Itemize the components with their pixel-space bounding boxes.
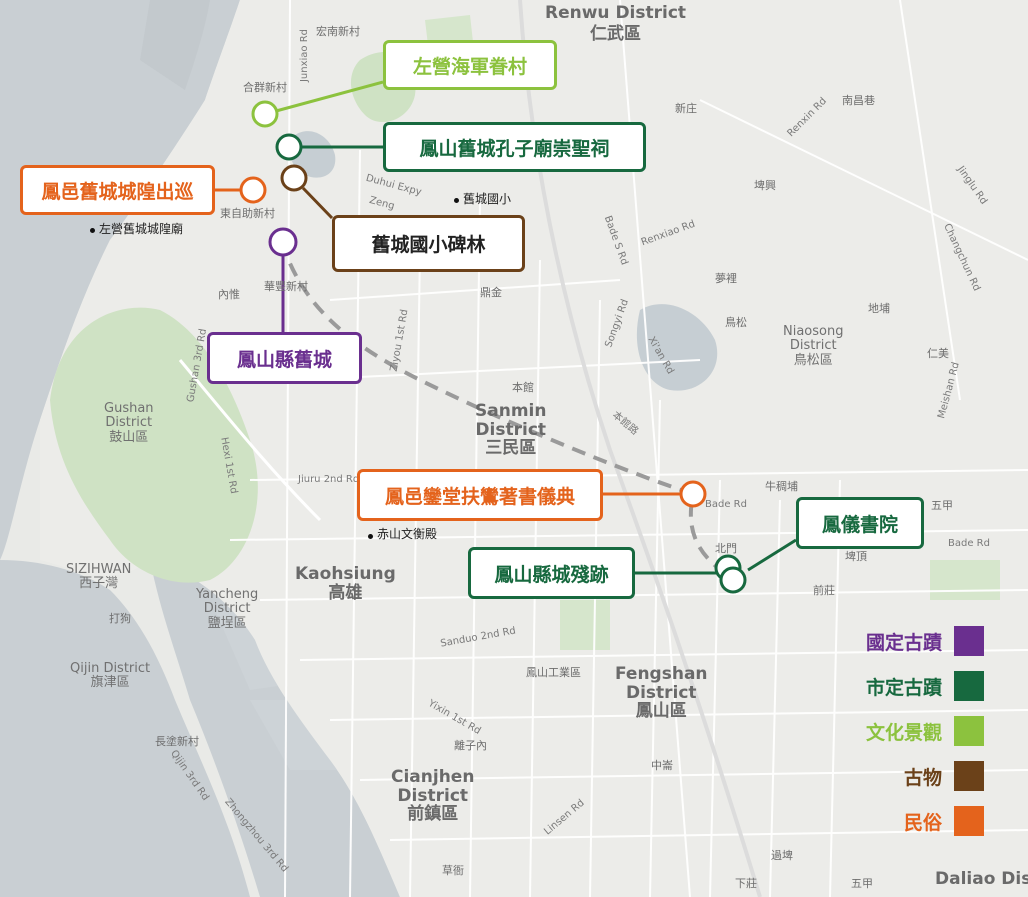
marker-navy-village[interactable] (251, 100, 279, 128)
poi-dot-chishan (368, 534, 373, 539)
callout-jiucheng-stele[interactable]: 舊城國小碑林 (332, 215, 525, 272)
route-dashed-line (280, 241, 720, 570)
place-guopi: 過埤 (771, 849, 793, 862)
marker-luantang[interactable] (679, 480, 707, 508)
road-bade: Bade Rd (705, 499, 747, 510)
place-lizinei: 離子內 (454, 739, 487, 752)
place-daliao: Daliao Dis (935, 869, 1028, 889)
place-hongnan: 宏南新村 (316, 25, 360, 38)
legend-swatch (954, 716, 984, 746)
marker-ruins[interactable] (719, 566, 747, 594)
legend-swatch (954, 626, 984, 656)
legend-swatch (954, 671, 984, 701)
place-renwu-zh: 仁武區 (590, 24, 641, 44)
place-neiwei: 內惟 (218, 288, 240, 301)
place-beimen: 北門 (715, 542, 737, 555)
legend-swatch (954, 806, 984, 836)
legend-label: 古物 (903, 766, 942, 789)
callout-fengshan-old-city[interactable]: 鳳山縣舊城 (207, 332, 362, 384)
place-hequn: 合群新村 (243, 81, 287, 94)
callout-zuoying-navy-village[interactable]: 左營海軍眷村 (383, 40, 557, 90)
legend-row: 文化景觀 (832, 716, 984, 746)
place-dipu: 地埔 (868, 302, 890, 315)
legend-row: 民俗 (832, 806, 984, 836)
callout-fengshan-ruins[interactable]: 鳳山縣城殘跡 (468, 547, 635, 599)
marker-confucius[interactable] (275, 133, 303, 161)
legend-label: 國定古蹟 (865, 631, 942, 654)
place-benguan: 本館 (512, 381, 534, 394)
marker-old-city[interactable] (268, 227, 298, 257)
place-dingjin: 鼎金 (480, 286, 502, 299)
place-renmei: 仁美 (927, 347, 949, 360)
poi-chishan-temple[interactable]: 赤山文衡殿 (377, 527, 438, 541)
place-bupi: 埤興 (754, 179, 776, 192)
road-junxiao: Junxiao Rd (299, 28, 311, 83)
place-dongzizhu: 東自助新村 (220, 207, 275, 220)
place-xiazhuang: 下莊 (735, 877, 757, 890)
legend-label: 民俗 (903, 811, 942, 834)
poi-jiucheng-school[interactable]: 舊城國小 (463, 192, 512, 206)
legend-label: 市定古蹟 (865, 676, 942, 699)
leader-academy (747, 538, 797, 572)
callout-fengyi-academy[interactable]: 鳳儀書院 (796, 497, 924, 549)
road-bade2: Bade Rd (948, 538, 990, 549)
legend-label: 文化景觀 (865, 721, 942, 744)
place-beiding: 埤頂 (845, 550, 867, 563)
place-renwu-en: Renwu District (545, 3, 687, 23)
marker-patrol[interactable] (239, 176, 267, 204)
place-wuzhuang: 五甲 (931, 499, 953, 512)
place-mengli: 夢裡 (715, 272, 737, 285)
place-caoya: 草衙 (442, 864, 464, 877)
place-niuchoupu: 牛稠埔 (765, 480, 798, 493)
legend-swatch (954, 761, 984, 791)
poi-dot-chenghuang (90, 228, 95, 233)
poi-chenghuang-temple[interactable]: 左營舊城城隍廟 (99, 222, 184, 236)
legend-row: 市定古蹟 (832, 671, 984, 701)
leader-navy-village (264, 80, 384, 116)
leader-stele (301, 186, 334, 220)
place-xinzhuang: 新庄 (675, 102, 697, 115)
place-zhonglun: 中崙 (651, 759, 673, 772)
place-fengshan-ind: 鳳山工業區 (526, 666, 581, 679)
poi-dot-jiucheng (454, 198, 459, 203)
callout-confucius-shrine[interactable]: 鳳山舊城孔子廟崇聖祠 (383, 122, 646, 172)
place-huafeng: 華豐新村 (264, 280, 308, 293)
callout-luantang[interactable]: 鳳邑鑾堂扶鸞著書儀典 (357, 469, 603, 521)
place-nanchang: 南昌巷 (842, 94, 875, 107)
place-niaosong-village: 鳥松 (725, 316, 747, 329)
legend-row: 古物 (832, 761, 984, 791)
callout-fengyi-patrol[interactable]: 鳳邑舊城城隍出巡 (20, 165, 215, 215)
place-qianzhuang: 前莊 (813, 584, 835, 597)
place-wuzhuang2: 五甲 (851, 877, 873, 890)
road-jiuru: Jiuru 2nd Rd (298, 474, 360, 485)
place-changtu: 長塗新村 (155, 735, 199, 748)
legend-row: 國定古蹟 (832, 626, 984, 656)
marker-stele[interactable] (280, 164, 308, 192)
place-dagou: 打狗 (109, 612, 131, 625)
